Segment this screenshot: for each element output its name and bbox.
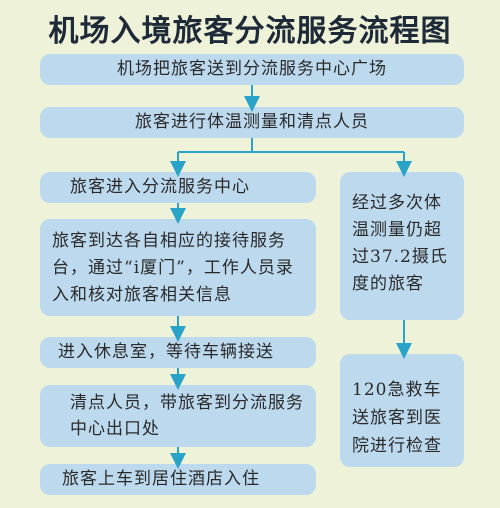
step-hotel-checkin: 旅客上车到居住酒店入住 xyxy=(40,464,316,495)
step-count-and-exit-label: 清点人员，带旅客到分流服务中心出口处 xyxy=(70,393,304,439)
step-enter-center: 旅客进入分流服务中心 xyxy=(40,172,316,203)
step-airport-transfer: 机场把旅客送到分流服务中心广场 xyxy=(40,54,464,85)
step-temperature-check: 旅客进行体温测量和清点人员 xyxy=(40,107,464,138)
step-hotel-checkin-label: 旅客上车到居住酒店入住 xyxy=(62,469,260,489)
branch-ambulance-label: 120急救车送旅客到医院进行检查 xyxy=(352,380,442,456)
step-temperature-check-label: 旅客进行体温测量和清点人员 xyxy=(135,112,369,132)
step-count-and-exit: 清点人员，带旅客到分流服务中心出口处 xyxy=(40,385,316,447)
step-rest-room-label: 进入休息室，等待车辆接送 xyxy=(58,342,274,362)
step-airport-transfer-label: 机场把旅客送到分流服务中心广场 xyxy=(117,59,387,79)
step-reception-desk-label: 旅客到达各自相应的接待服务台，通过“i厦门”，工作人员录入和核对旅客相关信息 xyxy=(52,231,294,305)
branch-high-temperature: 经过多次体温测量仍超过37.2摄氏度的旅客 xyxy=(340,172,464,320)
step-reception-desk: 旅客到达各自相应的接待服务台，通过“i厦门”，工作人员录入和核对旅客相关信息 xyxy=(40,219,316,316)
diagram-title: 机场入境旅客分流服务流程图 xyxy=(48,14,452,49)
branch-ambulance: 120急救车送旅客到医院进行检查 xyxy=(340,354,464,467)
branch-high-temperature-label: 经过多次体温测量仍超过37.2摄氏度的旅客 xyxy=(352,193,448,294)
step-enter-center-label: 旅客进入分流服务中心 xyxy=(70,177,250,197)
step-rest-room: 进入休息室，等待车辆接送 xyxy=(40,337,316,368)
